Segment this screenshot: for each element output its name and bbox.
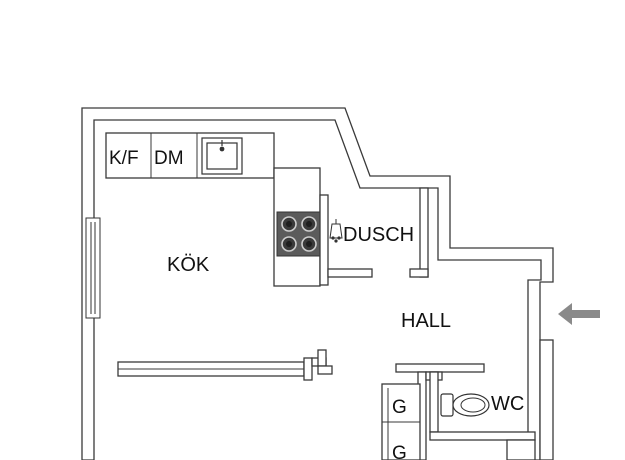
right-wall-lower <box>539 339 554 460</box>
wc-top-wall-left <box>395 363 485 373</box>
shower-right-wall <box>419 187 429 278</box>
shower-bottom-wall <box>327 268 373 278</box>
wc-inner-left <box>429 371 439 433</box>
room-label-shower: DUSCH <box>343 224 414 246</box>
lower-wall-end <box>303 357 313 381</box>
room-label-kitchen: KÖK <box>167 254 210 276</box>
window <box>85 217 101 319</box>
shower-bottom-wall-right <box>409 268 429 278</box>
lower-wall-stub <box>317 365 333 375</box>
wc-bottom-wall <box>429 431 536 441</box>
outer-wall <box>81 107 554 460</box>
shower-left-wall <box>319 194 329 286</box>
entrance-arrow-icon <box>558 303 600 325</box>
sink-icon <box>201 137 243 175</box>
room-label-wc: WC <box>491 393 524 415</box>
room-label-hall: HALL <box>401 310 451 332</box>
counter-top <box>105 132 275 179</box>
closet-label-top: G <box>392 397 407 418</box>
dishwasher-label: DM <box>154 148 184 169</box>
kitchen-lower-wall <box>117 349 333 381</box>
closets <box>381 383 421 460</box>
stove-icon <box>276 211 322 257</box>
wc-walls <box>395 363 536 460</box>
closet-label-bottom: G <box>392 443 407 460</box>
toilet-icon <box>440 393 490 417</box>
wc-bottom-block <box>506 439 536 460</box>
outer-walls <box>81 107 554 460</box>
fridge-freezer-label: K/F <box>109 148 139 169</box>
shower-head-icon <box>329 219 343 243</box>
lower-wall-post <box>317 349 327 367</box>
shower-walls <box>319 187 429 286</box>
